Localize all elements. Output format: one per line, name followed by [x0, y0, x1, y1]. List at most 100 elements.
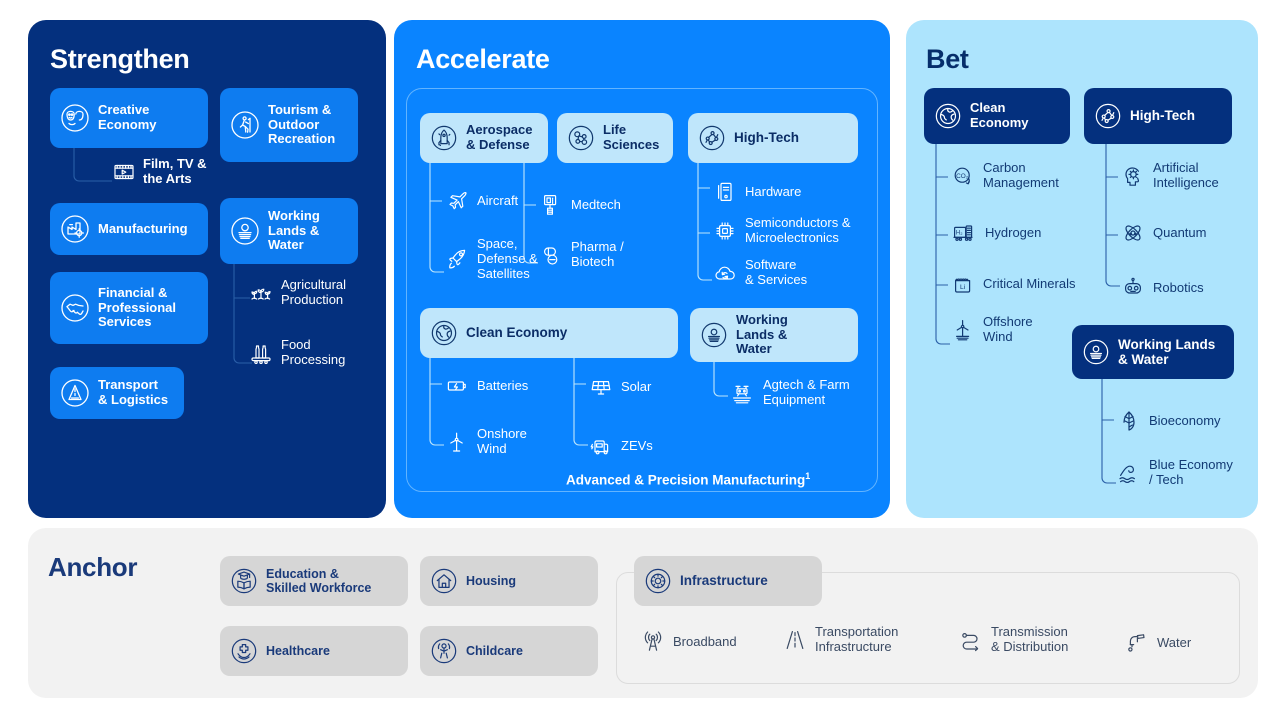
leaf-label: Medtech	[571, 196, 621, 212]
leaf-robotics[interactable]: Robotics	[1120, 275, 1204, 301]
footnote-marker: 1	[805, 471, 811, 481]
card-high-tech-accelerate[interactable]: High-Tech	[688, 113, 858, 163]
card-label: Aerospace & Defense	[466, 122, 533, 152]
card-clean-economy-accelerate[interactable]: Clean Economy	[420, 308, 678, 358]
leaf-solar[interactable]: Solar	[588, 374, 651, 400]
film-strip-icon	[112, 160, 136, 184]
connector-clean-economy-bet	[934, 143, 964, 353]
card-healthcare[interactable]: Healthcare	[220, 626, 408, 676]
connector-working-lands-bet	[1100, 378, 1130, 490]
card-financial-professional-services[interactable]: Financial & Professional Services	[50, 272, 208, 344]
wind-turbine-icon	[444, 429, 470, 455]
leaf-label: Hardware	[745, 183, 802, 199]
leaf-label: Broadband	[673, 633, 737, 649]
card-working-lands-water-bet[interactable]: Working Lands & Water	[1072, 325, 1234, 379]
leaf-aircraft[interactable]: Aircraft	[444, 188, 518, 214]
solar-panel-icon	[588, 374, 614, 400]
card-label: Healthcare	[266, 643, 330, 658]
card-working-lands-water-strengthen[interactable]: Working Lands & Water	[220, 198, 358, 264]
leaf-bioeconomy[interactable]: Bioeconomy	[1116, 408, 1221, 434]
atom-icon	[1120, 220, 1146, 246]
crops-icon	[248, 281, 274, 305]
leaf-label: Batteries	[477, 377, 529, 393]
faucet-icon	[1124, 630, 1150, 656]
leaf-label: Quantum	[1153, 224, 1207, 240]
panel-title-accelerate: Accelerate	[416, 44, 550, 74]
leaf-label: Carbon Management	[983, 160, 1059, 190]
card-high-tech-bet[interactable]: High-Tech	[1084, 88, 1232, 144]
leaf-hydrogen[interactable]: H₂ Hydrogen	[950, 220, 1041, 246]
leaf-carbon-management[interactable]: CO₂ Carbon Management	[950, 160, 1059, 191]
card-label: Tourism & Outdoor Recreation	[268, 101, 336, 147]
card-childcare[interactable]: Childcare	[420, 626, 598, 676]
leaf-medtech[interactable]: Medtech	[538, 192, 621, 218]
card-aerospace-defense[interactable]: Aerospace & Defense	[420, 113, 548, 163]
card-education-skilled-workforce[interactable]: Education & Skilled Workforce	[220, 556, 408, 606]
panel-accelerate	[394, 20, 890, 518]
accelerate-footnote: Advanced & Precision Manufacturing1	[566, 471, 810, 488]
leaf-critical-minerals[interactable]: Li Critical Minerals	[950, 271, 1075, 297]
leaf-batteries[interactable]: Batteries	[444, 373, 528, 399]
leaf-label: Offshore Wind	[983, 314, 1033, 344]
leaf-broadband[interactable]: Broadband	[640, 629, 737, 655]
cloud-sync-icon	[712, 260, 738, 286]
card-label: Creative Economy	[98, 102, 157, 132]
robot-icon	[1120, 275, 1146, 301]
card-creative-economy[interactable]: Creative Economy	[50, 88, 208, 148]
leaf-food-processing[interactable]: Food Processing	[248, 337, 345, 368]
leaf-transmission-distribution[interactable]: Transmission & Distribution	[958, 624, 1068, 655]
leaf-label: Blue Economy / Tech	[1149, 457, 1233, 487]
card-label: Working Lands & Water	[736, 311, 788, 357]
card-manufacturing[interactable]: Manufacturing	[50, 203, 208, 255]
card-label: Education & Skilled Workforce	[266, 566, 372, 595]
leaf-offshore-wind[interactable]: Offshore Wind	[950, 314, 1033, 345]
infrastructure-frame	[616, 572, 1240, 684]
card-transport-logistics[interactable]: Transport & Logistics	[50, 367, 184, 419]
leaf-zevs[interactable]: ZEVs	[588, 433, 653, 459]
water-lands-icon	[700, 321, 728, 349]
card-housing[interactable]: Housing	[420, 556, 598, 606]
leaf-agtech-farm-equipment[interactable]: Agtech & Farm Equipment	[728, 377, 850, 408]
card-life-sciences[interactable]: Life Sciences	[557, 113, 673, 163]
leaf-label: Agtech & Farm Equipment	[763, 377, 850, 407]
card-label: Working Lands & Water	[1118, 336, 1216, 367]
leaf-label: Solar	[621, 378, 652, 394]
card-label: Childcare	[466, 643, 523, 658]
childcare-icon	[430, 637, 458, 665]
leaf-onshore-wind[interactable]: Onshore Wind	[444, 426, 527, 457]
leaf-film-tv-arts[interactable]: Film, TV & the Arts	[112, 156, 207, 187]
ev-charging-icon	[588, 433, 614, 459]
server-icon	[712, 179, 738, 205]
card-tourism-outdoor-recreation[interactable]: Tourism & Outdoor Recreation	[220, 88, 358, 162]
leaf-water[interactable]: Water	[1124, 630, 1191, 656]
theater-masks-icon	[60, 103, 90, 133]
water-lands-icon	[230, 216, 260, 246]
card-working-lands-water-accelerate[interactable]: Working Lands & Water	[690, 308, 858, 362]
leaf-label: Agricultural Production	[281, 277, 347, 307]
leaf-hardware[interactable]: Hardware	[712, 179, 801, 205]
svg-text:H₂: H₂	[956, 230, 963, 236]
leaf-space-defense-satellites[interactable]: Space, Defense & Satellites	[444, 236, 538, 281]
infrastructure-gear-icon	[644, 567, 672, 595]
leaf-blue-economy-tech[interactable]: Blue Economy / Tech	[1116, 457, 1233, 488]
broadband-tower-icon	[640, 629, 666, 655]
graduation-book-icon	[230, 567, 258, 595]
agtech-drone-icon	[728, 380, 756, 406]
card-clean-economy-bet[interactable]: Clean Economy	[924, 88, 1070, 144]
leaf-software-services[interactable]: Software & Services	[712, 257, 808, 288]
transmission-icon	[958, 627, 984, 653]
leaf-agricultural-production[interactable]: Agricultural Production	[248, 277, 347, 308]
leaf-label: Transportation Infrastructure	[815, 624, 899, 654]
leaf-quantum[interactable]: Quantum	[1120, 220, 1206, 246]
svg-text:Li: Li	[960, 284, 966, 291]
connector-life-sciences	[522, 163, 552, 273]
ai-brain-icon	[1120, 163, 1146, 189]
leaf-artificial-intelligence[interactable]: Artificial Intelligence	[1120, 160, 1219, 191]
leaf-pharma-biotech[interactable]: Pharma / Biotech	[538, 239, 624, 270]
leaf-label: Software & Services	[745, 257, 808, 287]
card-label: Clean Economy	[466, 325, 568, 341]
card-infrastructure[interactable]: Infrastructure	[634, 556, 822, 606]
pills-icon	[538, 242, 564, 268]
leaf-transportation-infrastructure[interactable]: Transportation Infrastructure	[782, 624, 899, 655]
leaf-semiconductors-microelectronics[interactable]: Semiconductors & Microelectronics	[712, 215, 851, 246]
